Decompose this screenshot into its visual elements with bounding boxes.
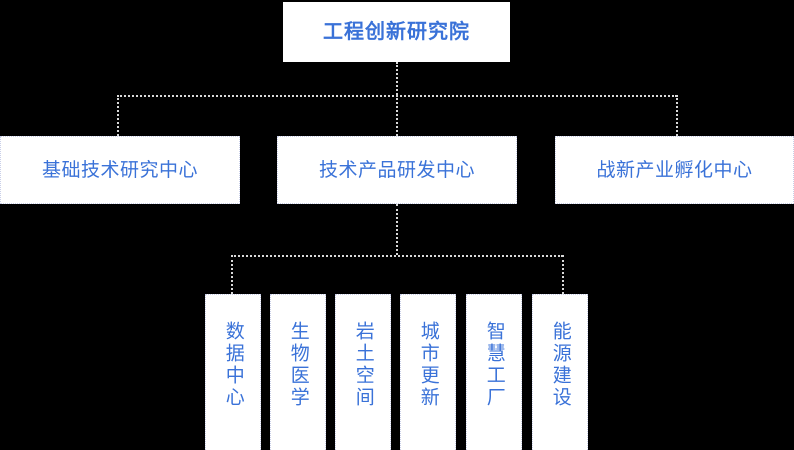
- node-unit-energy-construction-label: 能源建设: [549, 321, 572, 409]
- node-center-strategic-industry-incubation[interactable]: 战新产业孵化中心: [555, 136, 794, 204]
- node-unit-smart-factory[interactable]: 智慧工厂: [466, 294, 522, 450]
- node-unit-data-center[interactable]: 数据中心: [205, 294, 261, 450]
- node-center-technology-product-development[interactable]: 技术产品研发中心: [277, 136, 517, 204]
- node-unit-data-center-label: 数据中心: [222, 321, 245, 409]
- node-unit-geotechnical-space[interactable]: 岩土空间: [335, 294, 391, 450]
- node-unit-smart-factory-label: 智慧工厂: [483, 321, 506, 409]
- connector-root-stem: [396, 62, 398, 95]
- node-unit-urban-renewal-label: 城市更新: [417, 321, 440, 409]
- node-unit-urban-renewal[interactable]: 城市更新: [400, 294, 456, 450]
- connector-to-right-center: [676, 95, 678, 136]
- connector-to-last-unit: [562, 255, 564, 294]
- node-unit-biomedicine[interactable]: 生物医学: [270, 294, 326, 450]
- connector-level3-bus: [231, 255, 563, 257]
- node-unit-geotechnical-space-label: 岩土空间: [352, 321, 375, 409]
- connector-to-middle-center: [396, 95, 398, 136]
- node-unit-energy-construction[interactable]: 能源建设: [532, 294, 588, 450]
- node-center-basic-technology-research[interactable]: 基础技术研究中心: [0, 136, 240, 204]
- connector-center-stem: [396, 204, 398, 255]
- connector-to-left-center: [117, 95, 119, 136]
- node-root-institute[interactable]: 工程创新研究院: [283, 2, 510, 62]
- connector-to-first-unit: [231, 255, 233, 294]
- node-unit-biomedicine-label: 生物医学: [287, 321, 310, 409]
